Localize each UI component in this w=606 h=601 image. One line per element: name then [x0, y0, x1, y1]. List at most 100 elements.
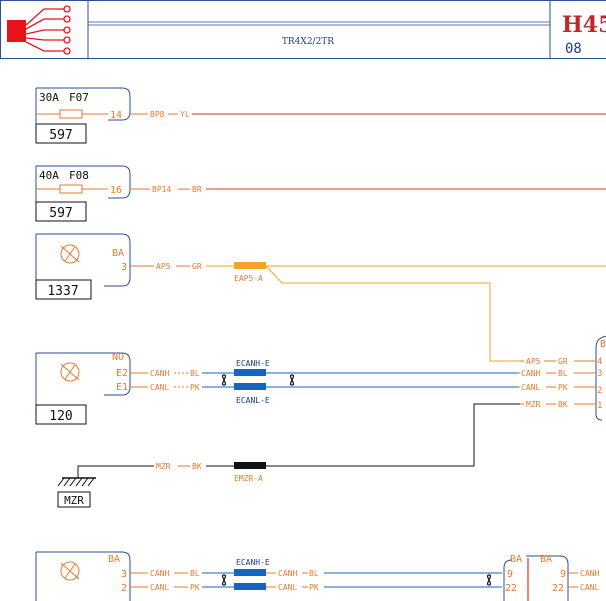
svg-text:CANL: CANL	[521, 383, 540, 392]
module-bottom[interactable]: BA 3 2	[35, 551, 131, 601]
module-120-pin-e2: E2	[116, 368, 128, 379]
ground-icon	[57, 477, 95, 487]
splice-canh-label: ECANH-E	[236, 359, 270, 368]
splice-canl-label: ECANL-E	[236, 396, 270, 405]
right-wire-canh: CANH BL	[518, 369, 596, 378]
ground-mzr-id: MZR	[64, 494, 84, 507]
svg-text:AP5: AP5	[526, 357, 541, 366]
splice-mzr-label: EMZR-A	[234, 474, 263, 483]
wire-canl[interactable]: CANL PK ECANL-E	[130, 383, 518, 405]
module-120-pin-e1: E1	[116, 382, 128, 393]
module-120-id: 120	[49, 409, 72, 424]
sheet-id: H45	[562, 12, 606, 38]
fuse-f08[interactable]: 40A F08 597 16	[35, 165, 131, 222]
wire-bp14-name: BP14	[152, 185, 171, 194]
module-bottom-connector: BA	[108, 554, 120, 565]
svg-text:BL: BL	[558, 369, 568, 378]
module-1337-connector: BA	[112, 248, 124, 259]
right-connector-label: B	[600, 339, 606, 350]
ground-mzr[interactable]: MZR	[57, 466, 96, 508]
bottom-connector-right[interactable]: BA 9 22 CANH CANL	[526, 554, 599, 601]
svg-text:CANH: CANH	[150, 569, 169, 578]
wire-bp8-name: BP8	[150, 110, 165, 119]
bottom-connector-right-label: BA	[540, 554, 552, 565]
wire-ap5-color: GR	[192, 262, 202, 271]
svg-text:CANL: CANL	[150, 583, 169, 592]
logo-icon	[7, 5, 71, 55]
title-block: TR4X2/2TR H45 08	[0, 0, 606, 59]
wire-bp14[interactable]: BP14 BR	[130, 185, 606, 194]
splice-canl-bottom-icon	[234, 583, 266, 590]
fuse-f08-ref: F08	[69, 169, 89, 182]
right-pin-1: 1	[597, 401, 602, 411]
svg-text:PK: PK	[190, 583, 200, 592]
wire-canh-name: CANH	[150, 369, 169, 378]
wire-ap5[interactable]: AP5 GR EAP5-A	[130, 262, 606, 362]
right-pin-2: 2	[597, 386, 602, 396]
module-1337[interactable]: 1337 BA 3	[35, 233, 131, 300]
fuse-f08-pin: 16	[110, 185, 122, 196]
splice-canh-bottom-icon	[234, 569, 266, 576]
bottom-connector-left[interactable]: BA 9 22	[503, 554, 529, 601]
fuse-f08-rating: 40A	[39, 169, 59, 182]
module-1337-id: 1337	[47, 284, 78, 299]
svg-text:CANL: CANL	[278, 583, 297, 592]
bottom-wire-canl[interactable]: CANL PK CANL PK	[130, 583, 502, 592]
wire-mzr-color: BK	[192, 462, 202, 471]
right-pin-3: 3	[597, 369, 602, 379]
module-120-connector: NO	[112, 352, 124, 363]
wire-bp8-color: YL	[180, 110, 190, 119]
splice-mzr-icon	[234, 462, 266, 469]
module-symbol-icon	[60, 362, 80, 382]
fuse-icon	[59, 184, 83, 194]
bottom-left-pin-9: 9	[507, 569, 513, 580]
splice-canl-icon	[234, 383, 266, 390]
wire-canl-color: PK	[190, 383, 200, 392]
bottom-right-pin-9: 9	[560, 569, 566, 580]
fuse-f07-pin: 14	[110, 110, 122, 121]
fuse-f08-id: 597	[49, 206, 72, 221]
wire-canh-color: BL	[190, 369, 200, 378]
fuse-f07-ref: F07	[69, 91, 89, 104]
wire-canh[interactable]: CANH BL ECANH-E	[130, 359, 518, 378]
doc-code: TR4X2/2TR	[282, 37, 334, 47]
svg-text:BL: BL	[190, 569, 200, 578]
right-wire-canl: CANL PK	[518, 383, 596, 392]
svg-text:PK: PK	[309, 583, 319, 592]
wire-bp8[interactable]: BP8 YL	[130, 110, 606, 119]
wire-mzr-name: MZR	[156, 462, 171, 471]
svg-text:GR: GR	[558, 357, 568, 366]
svg-text:BL: BL	[309, 569, 319, 578]
module-120[interactable]: 120 NO E2 E1	[35, 352, 131, 425]
svg-text:CANH: CANH	[278, 569, 297, 578]
fuse-icon	[59, 109, 83, 119]
bottom-wire-canh[interactable]: CANH BL ECANH-E CANH BL	[130, 558, 502, 578]
module-bottom-pin-3: 3	[121, 569, 127, 580]
wire-ap5-name: AP5	[156, 262, 171, 271]
right-connector[interactable]: B 4 3 2 1 AP5 GR CANH BL CANL PK MZR	[518, 335, 606, 421]
fuse-f07-id: 597	[49, 128, 72, 143]
bottom-right-wire-canh: CANH	[580, 569, 599, 578]
fuse-f07-rating: 30A	[39, 91, 59, 104]
right-pin-4: 4	[597, 357, 602, 367]
wire-mzr[interactable]: MZR BK EMZR-A	[78, 403, 520, 483]
module-symbol-icon	[60, 561, 80, 581]
svg-text:MZR: MZR	[526, 400, 541, 409]
module-bottom-pin-2: 2	[121, 583, 127, 594]
splice-ap5-icon	[234, 262, 266, 269]
wire-canl-name: CANL	[150, 383, 169, 392]
wire-bp14-color: BR	[192, 185, 202, 194]
right-wire-mzr: MZR BK	[520, 400, 596, 409]
module-1337-pin: 3	[121, 262, 127, 273]
bottom-right-pin-22: 22	[552, 583, 564, 594]
splice-ap5-label: EAP5-A	[234, 274, 263, 283]
sheet-number: 08	[565, 41, 582, 57]
right-wire-ap5: AP5 GR	[520, 357, 596, 366]
fuse-f07[interactable]: 30A F07 597 14	[35, 87, 131, 144]
bottom-connector-left-label: BA	[510, 554, 522, 565]
svg-text:CANH: CANH	[521, 369, 540, 378]
splice-canh-bottom-label: ECANH-E	[236, 558, 270, 567]
bottom-left-pin-22: 22	[505, 583, 517, 594]
bottom-right-wire-canl: CANL	[580, 583, 599, 592]
